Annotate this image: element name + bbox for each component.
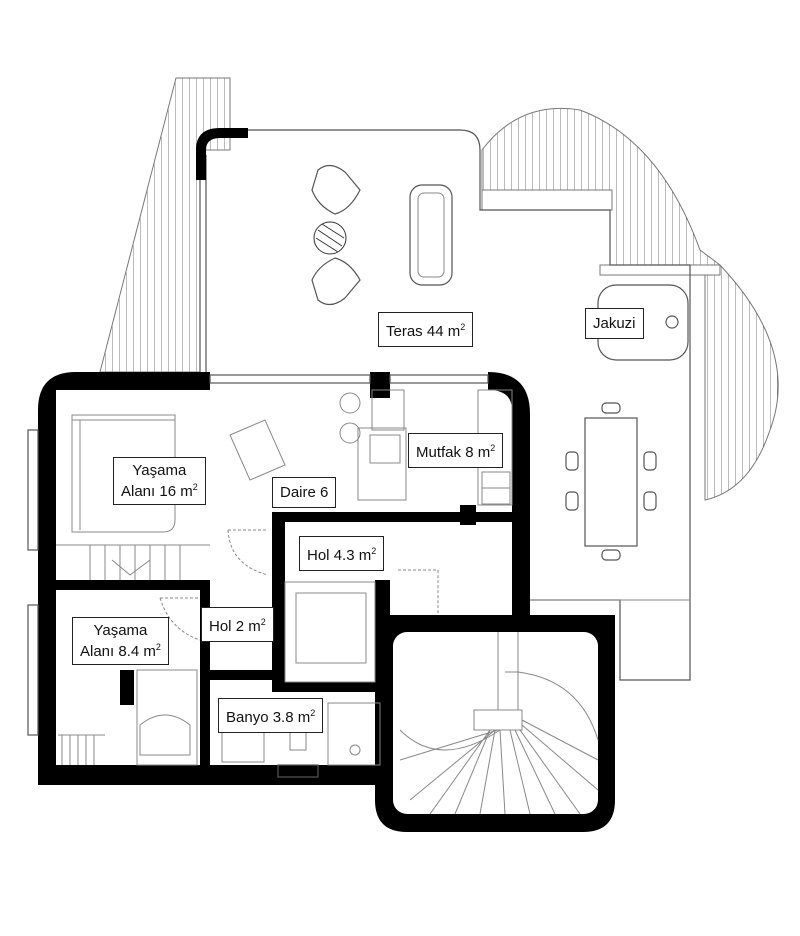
room-name-line2: Alanı — [121, 483, 156, 500]
terrace-chair — [311, 257, 361, 306]
deck-step — [599, 264, 721, 276]
terrace-chair — [311, 164, 361, 215]
room-name-line2: Alanı — [80, 643, 115, 660]
room-area: 2 m — [235, 618, 261, 635]
room-label-hol-43: Hol 4.3 m2 — [299, 536, 385, 571]
room-label-yasama-84: Yaşama Alanı 8.4 m2 — [72, 617, 169, 665]
hall-closet — [284, 581, 376, 683]
terrace-side-table — [313, 221, 347, 255]
room-name: Hol — [209, 618, 232, 635]
unit-label: Daire 6 — [272, 477, 337, 508]
area-superscript: 2 — [192, 482, 198, 492]
dining-set — [565, 402, 657, 561]
living-room-armchair — [229, 419, 286, 481]
room-name: Mutfak — [416, 444, 462, 461]
small-room-bath-fixtures — [58, 669, 198, 766]
room-label-jakuzi: Jakuzi — [585, 308, 644, 339]
living-room-sofa — [71, 414, 176, 533]
room-name: Banyo — [226, 709, 269, 726]
interior-stairs — [56, 544, 210, 580]
terrace-sofa — [409, 184, 453, 286]
room-label-teras: Teras 44 m2 — [378, 312, 474, 347]
room-area: 8 m — [465, 444, 491, 461]
room-name: Hol — [307, 547, 330, 564]
room-name: Jakuzi — [593, 315, 636, 332]
area-superscript: 2 — [155, 642, 161, 652]
deck-left — [99, 77, 231, 373]
room-area: 3.8 m — [272, 709, 311, 726]
deck-step — [481, 189, 613, 211]
room-label-yasama-16: Yaşama Alanı 16 m2 — [113, 457, 206, 505]
stairwell — [375, 580, 615, 832]
area-superscript: 2 — [310, 708, 316, 718]
terrace-railing — [199, 155, 207, 372]
terrace-outline — [230, 129, 691, 681]
area-superscript: 2 — [371, 546, 377, 556]
door-swings — [159, 529, 439, 641]
interior-walls — [38, 505, 530, 765]
exterior-walls — [38, 372, 530, 785]
room-label-banyo: Banyo 3.8 m2 — [218, 698, 324, 733]
room-label-hol-2: Hol 2 m2 — [201, 607, 274, 642]
area-superscript: 2 — [490, 443, 496, 453]
room-area: 8.4 m — [118, 643, 156, 660]
room-area: 44 m — [426, 323, 461, 340]
room-label-mutfak: Mutfak 8 m2 — [408, 433, 504, 468]
room-area: 4.3 m — [333, 547, 372, 564]
room-name: Yaşama — [132, 462, 187, 479]
room-name: Yaşama — [93, 622, 148, 639]
area-superscript: 2 — [460, 322, 466, 332]
room-name: Teras — [386, 323, 423, 340]
terrace-wall-corner — [196, 128, 248, 180]
room-area: 16 m — [159, 483, 193, 500]
area-superscript: 2 — [260, 617, 266, 627]
unit-name: Daire 6 — [280, 484, 329, 501]
